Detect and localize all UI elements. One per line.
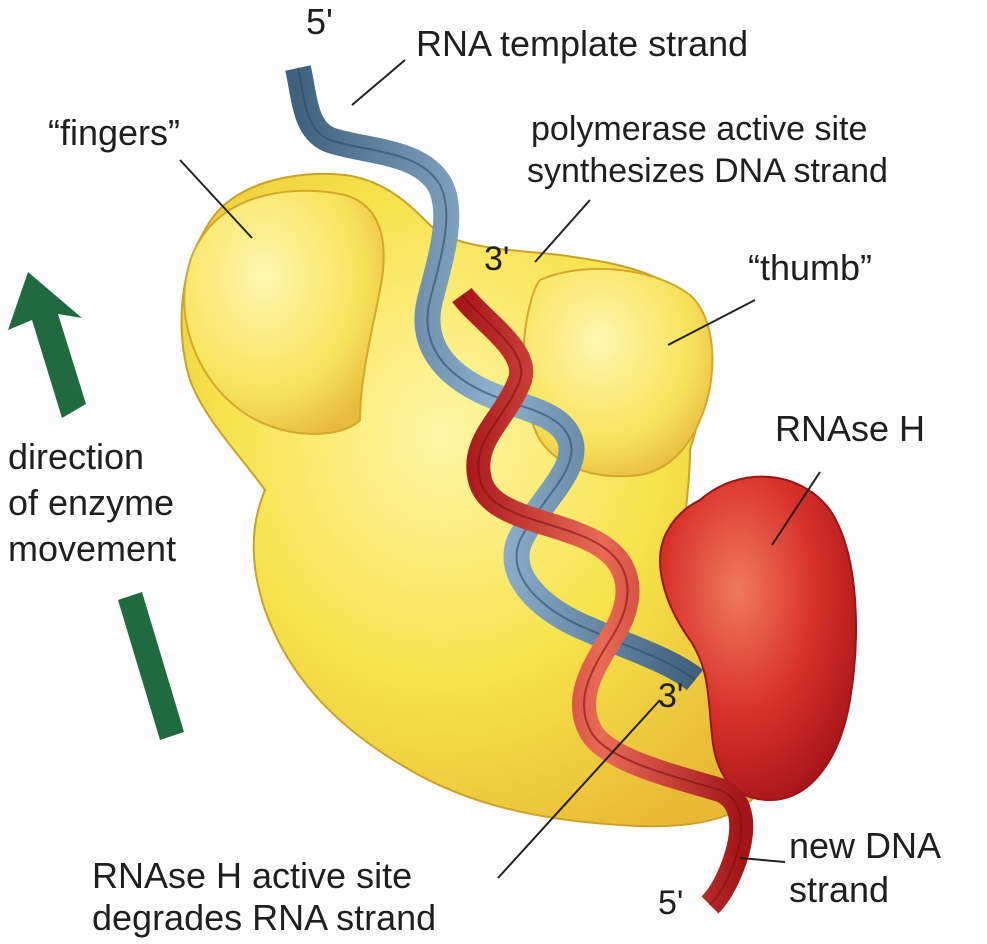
polymerase-site-label-line1: polymerase active site <box>531 110 867 148</box>
rna-template-strand-label: RNA template strand <box>416 24 748 64</box>
rnase-site-label-line1: RNAse H active site <box>92 856 412 896</box>
thumb-domain <box>523 269 712 476</box>
new-dna-label-line2: strand <box>789 870 889 910</box>
direction-label-line3: movement <box>8 529 176 569</box>
direction-arrow-tail <box>118 592 184 740</box>
three-prime-bottom-label: 3' <box>658 677 683 715</box>
leader-polymerase <box>535 200 590 262</box>
three-prime-top-label: 3' <box>484 240 509 278</box>
leader-rna-template <box>352 60 405 105</box>
direction-label-line2: of enzyme <box>8 483 174 523</box>
new-dna-label-line1: new DNA <box>789 826 941 866</box>
rna-template-5prime-label: 5' <box>306 2 333 42</box>
rnase-site-label-line2: degrades RNA strand <box>92 898 436 938</box>
dna-5prime-label: 5' <box>658 884 683 922</box>
thumb-label: “thumb” <box>748 248 872 288</box>
rnase-h-label: RNAse H <box>775 409 925 449</box>
direction-arrow-head <box>8 272 86 418</box>
polymerase-site-label-line2: synthesizes DNA strand <box>527 152 888 190</box>
fingers-label: “fingers” <box>48 113 180 153</box>
direction-label-line1: direction <box>8 437 144 477</box>
